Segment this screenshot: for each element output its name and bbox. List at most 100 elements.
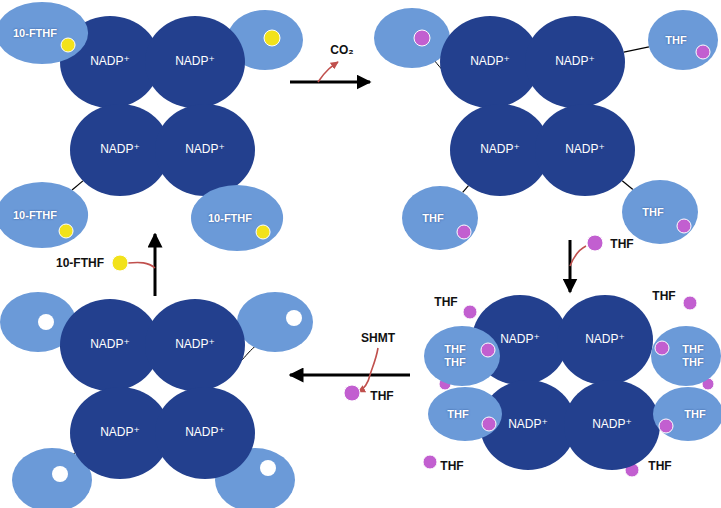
ligand-dot xyxy=(659,419,673,433)
folate-domain: THF xyxy=(653,387,721,441)
oval xyxy=(191,185,283,251)
cofactor-label: NADP⁺ xyxy=(90,55,130,69)
oval xyxy=(402,186,478,250)
cofactor-label: NADP⁺ xyxy=(500,333,540,347)
linker xyxy=(622,181,633,190)
folate-domain: THFTHF xyxy=(651,326,721,386)
release-curve xyxy=(318,62,338,82)
white-dot xyxy=(286,310,302,326)
ligand-dot xyxy=(696,45,710,59)
cofactor-label: NADP⁺ xyxy=(175,338,215,352)
nadp-subunit: NADP⁺ xyxy=(525,16,625,108)
pink-dot xyxy=(587,235,603,251)
ligand-label: THF xyxy=(668,343,703,356)
molecule-label: CO₂ xyxy=(330,43,353,57)
white-dot xyxy=(38,314,54,330)
cofactor-label: NADP⁺ xyxy=(470,55,510,69)
yellow-dot xyxy=(112,255,128,271)
oval xyxy=(480,380,576,470)
folate-domain: THF xyxy=(622,180,698,244)
ligand-dot xyxy=(457,225,471,239)
ligand-label: 10-FTHF xyxy=(13,209,71,222)
folate-domain: 10-FTHF xyxy=(0,182,88,248)
ligand-dot xyxy=(481,343,495,357)
pink-dot xyxy=(683,296,697,310)
ligand-label: THF xyxy=(422,212,457,225)
cofactor-label: NADP⁺ xyxy=(100,143,140,157)
ligand-dot xyxy=(61,38,75,52)
linker xyxy=(72,181,83,190)
oval xyxy=(557,295,653,385)
white-dot xyxy=(52,466,68,482)
nadp-subunit: NADP⁺ xyxy=(145,16,245,108)
molecule-label: THF xyxy=(440,459,463,473)
cofactor-label: NADP⁺ xyxy=(175,55,215,69)
oval xyxy=(155,104,255,196)
ligand-label: 10-FTHF xyxy=(13,27,71,40)
pink-dot xyxy=(463,305,477,319)
reaction-arrow xyxy=(290,81,370,84)
oval xyxy=(535,104,635,196)
oval xyxy=(145,299,245,391)
cofactor-label: NADP⁺ xyxy=(555,55,595,69)
folate-domain: 10-FTHF xyxy=(0,2,88,64)
molecule-label: THF xyxy=(652,289,675,303)
cofactor-label: NADP⁺ xyxy=(585,333,625,347)
ligand-dot xyxy=(59,224,73,238)
empty-domains xyxy=(0,8,450,508)
white-dot xyxy=(260,460,276,476)
linker xyxy=(463,186,469,193)
nadp-subunit: NADP⁺ xyxy=(155,104,255,196)
reaction-arrow xyxy=(290,374,410,377)
ligand-label: 10-FTHF xyxy=(208,212,266,225)
pink-dot xyxy=(344,385,360,401)
release-curve xyxy=(358,375,370,392)
nadp-subunit: NADP⁺ xyxy=(535,104,635,196)
domain-oval xyxy=(237,292,313,352)
cofactor-label: NADP⁺ xyxy=(185,426,225,440)
oval xyxy=(653,387,721,441)
molecule-label: 10-FTHF xyxy=(56,256,104,270)
uptake-curve xyxy=(570,246,586,266)
oval xyxy=(155,387,255,479)
nadp-subunit: NADP⁺ xyxy=(557,295,653,385)
ligand-label: THF xyxy=(642,206,677,219)
ligand-dot xyxy=(482,417,496,431)
oval xyxy=(0,2,88,64)
cofactor-label: NADP⁺ xyxy=(480,143,520,157)
ligand-label: THF xyxy=(670,408,705,421)
molecule-label: THF xyxy=(434,295,457,309)
oval xyxy=(622,180,698,244)
folate-domain: THF xyxy=(428,387,502,441)
cofactor-label: NADP⁺ xyxy=(592,418,632,432)
reaction-arrow xyxy=(154,234,157,296)
uptake-curve xyxy=(370,348,378,375)
pink-dot xyxy=(414,30,430,46)
uptake-curve xyxy=(128,263,155,268)
oval xyxy=(424,326,500,386)
molecule-label: THF xyxy=(370,389,393,403)
cofactor-label: NADP⁺ xyxy=(565,143,605,157)
yellow-dot xyxy=(264,30,280,46)
molecule-label: SHMT xyxy=(361,331,395,345)
pink-dot xyxy=(423,455,437,469)
oval xyxy=(428,387,502,441)
nadp-subunit: NADP⁺ xyxy=(145,299,245,391)
side-arrows xyxy=(128,62,586,392)
domain-oval xyxy=(374,8,450,68)
ligand-label: THF xyxy=(444,356,479,369)
ligand-label: THF xyxy=(447,408,482,421)
cofactor-label: NADP⁺ xyxy=(90,338,130,352)
nadp-subunit: NADP⁺ xyxy=(564,380,660,470)
oval xyxy=(564,380,660,470)
cofactor-label: NADP⁺ xyxy=(100,426,140,440)
oval xyxy=(648,10,718,70)
molecule-label: THF xyxy=(648,459,671,473)
cofactor-label: NADP⁺ xyxy=(185,143,225,157)
linker xyxy=(624,47,649,52)
ligand-label: THF xyxy=(444,343,479,356)
nadp-subunit: NADP⁺ xyxy=(155,387,255,479)
ligand-dot xyxy=(677,219,691,233)
oval xyxy=(145,16,245,108)
oval xyxy=(651,326,721,386)
